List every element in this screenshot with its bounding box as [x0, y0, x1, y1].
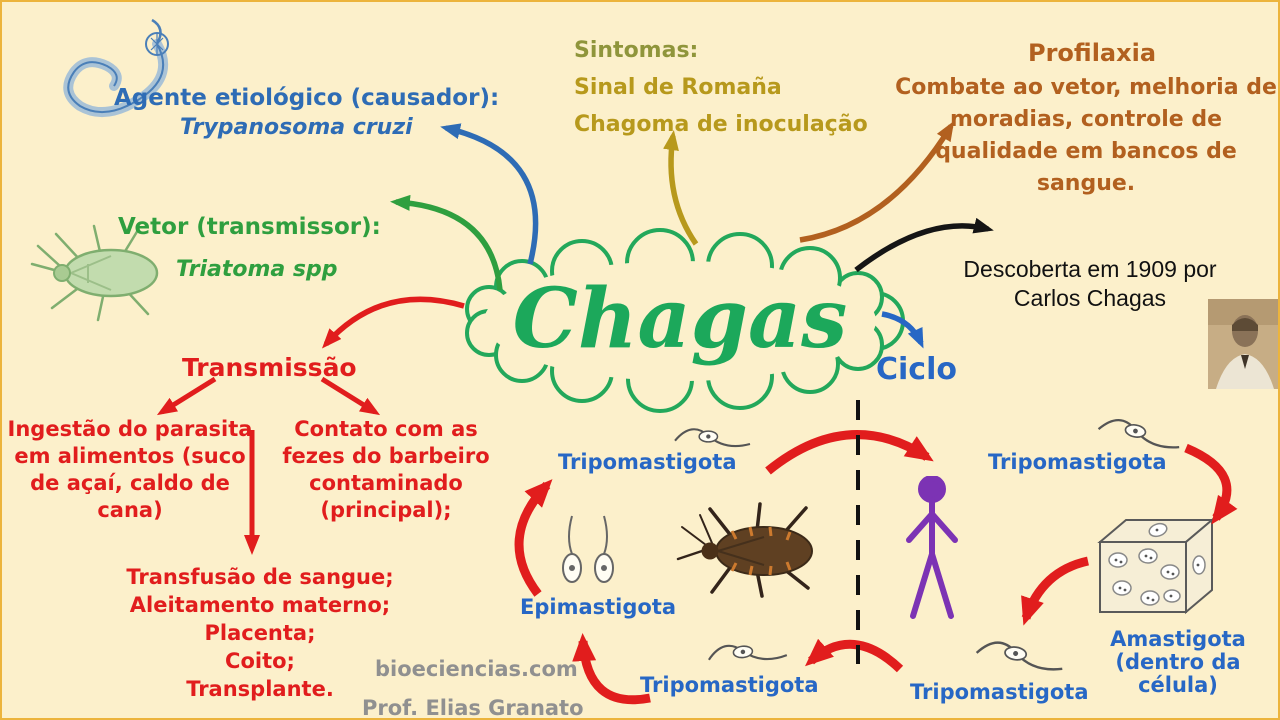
trypomastigote-icon [1097, 418, 1180, 449]
chagas-cloud [465, 228, 905, 413]
cycle-arrow-tripo-to-amastigota [1184, 443, 1238, 525]
arrow-transmissao-right [320, 376, 381, 416]
vetor-species: Triatoma spp [176, 257, 338, 282]
vetor-title: Vetor (transmissor): [118, 214, 381, 240]
cycle-label-tripomastigota: Tripomastigota [988, 450, 1167, 474]
transmissao-outras-item: Placenta; [204, 621, 316, 645]
cycle-label-epimastigota: Epimastigota [520, 595, 677, 619]
epimastigote-icon [562, 515, 614, 583]
arrow-transmissao-left [156, 376, 217, 416]
transmissao-via-alimentos: Ingestão do parasita em alimentos (suco … [7, 417, 253, 522]
descoberta-text: Descoberta em 1909 por Carlos Chagas [963, 256, 1217, 311]
carlos-chagas-photo [1208, 299, 1278, 389]
arrow-to-transmissao [321, 296, 465, 349]
ciclo-title: Ciclo [876, 352, 957, 387]
cycle-label-tripomastigota: Tripomastigota [640, 673, 819, 697]
cycle-arrow-bug-to-human [765, 430, 934, 475]
trypomastigote-icon [975, 641, 1063, 671]
trypanosoma-sketch-icon [63, 18, 169, 117]
cycle-label-tripomastigota: Tripomastigota [910, 680, 1089, 704]
footer-site: bioeciencias.com [375, 657, 578, 681]
central-topic: Chagas [512, 270, 848, 367]
sintomas-title: Sintomas: [574, 38, 699, 63]
profilaxia-title: Profilaxia [1027, 39, 1157, 67]
transmissao-outras-item: Aleitamento materno; [129, 593, 391, 617]
footer-author: Prof. Elias Granato [362, 696, 584, 720]
cycle-arrow-epi-to-tripo [514, 479, 553, 597]
cycle-arrow-right-to-left [804, 638, 904, 673]
profilaxia-body: Combate ao vetor, melhoria de moradias, … [895, 75, 1277, 196]
transmissao-via-fezes: Contato com as fezes do barbeiro contami… [282, 417, 490, 522]
transmissao-outras-item: Transplante. [186, 677, 334, 701]
agente-species: Trypanosoma cruzi [180, 115, 413, 140]
cycle-label-amastigota: Amastigota (dentro da célula) [1110, 627, 1246, 697]
cells-cube-icon [1097, 517, 1215, 615]
sintomas-item: Sinal de Romaña [574, 75, 782, 100]
dark-bug-icon [676, 502, 813, 598]
cycle-label-tripomastigota: Tripomastigota [558, 450, 737, 474]
cycle-arrow-amastigota-to-tripo [1021, 556, 1090, 626]
transmissao-outras-item: Transfusão de sangue; [126, 565, 394, 589]
trypomastigote-icon [674, 428, 751, 448]
human-figure-icon [906, 476, 958, 619]
green-bug-icon [30, 224, 159, 322]
transmissao-title: Transmissão [182, 353, 357, 382]
trypomastigote-icon [707, 644, 788, 661]
agente-title: Agente etiológico (causador): [114, 85, 500, 111]
transmissao-outras-item: Coito; [225, 649, 295, 673]
sintomas-item: Chagoma de inoculação [574, 112, 868, 137]
